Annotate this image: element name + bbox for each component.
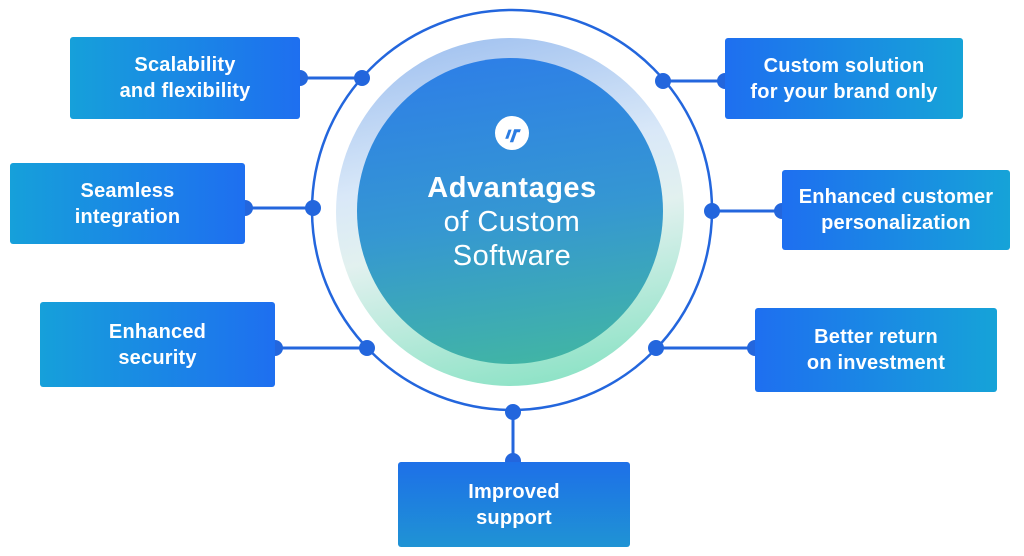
node-dot <box>305 200 321 216</box>
advantage-box-enhanced-security: Enhanced security <box>40 302 275 387</box>
advantage-label: integration <box>74 205 181 228</box>
advantage-label: support <box>476 506 552 529</box>
advantage-box-customer-personalization: Enhanced customer personalization <box>782 170 1010 250</box>
advantage-label: Enhanced customer <box>798 186 994 208</box>
advantage-label: and flexibility <box>119 80 251 102</box>
advantage-label: Enhanced <box>108 320 207 343</box>
title-line: Software <box>452 240 572 272</box>
advantage-label: on investment <box>806 352 946 374</box>
advantage-label: Improved <box>468 480 560 503</box>
node-dot <box>359 340 375 356</box>
advantage-label: Custom solution <box>763 54 925 77</box>
logo-badge <box>495 116 529 150</box>
advantage-box-scalability: Scalability and flexibility <box>70 37 300 119</box>
advantage-box-improved-support: Improved support <box>398 462 630 547</box>
title-line-bold: Advantages <box>427 172 597 204</box>
advantage-label: Better return <box>814 326 938 348</box>
advantage-box-custom-solution: Custom solution for your brand only <box>725 38 963 119</box>
central-circle <box>357 58 663 364</box>
advantage-box-seamless-integration: Seamless integration <box>10 163 245 244</box>
title-line: of Custom <box>443 206 581 238</box>
advantage-label: for your brand only <box>750 80 938 103</box>
advantage-label: security <box>118 346 197 369</box>
advantage-label: personalization <box>821 212 971 234</box>
node-dot <box>354 70 370 86</box>
node-dot <box>648 340 664 356</box>
diagram-title: Advantages of Custom Software <box>360 171 664 273</box>
advantage-label: Seamless <box>80 179 175 202</box>
node-dot <box>505 404 521 420</box>
company-logo-icon <box>505 129 521 143</box>
node-dot <box>655 73 671 89</box>
node-dot <box>704 203 720 219</box>
advantage-label: Scalability <box>134 54 236 76</box>
advantage-box-better-roi: Better return on investment <box>755 308 997 392</box>
